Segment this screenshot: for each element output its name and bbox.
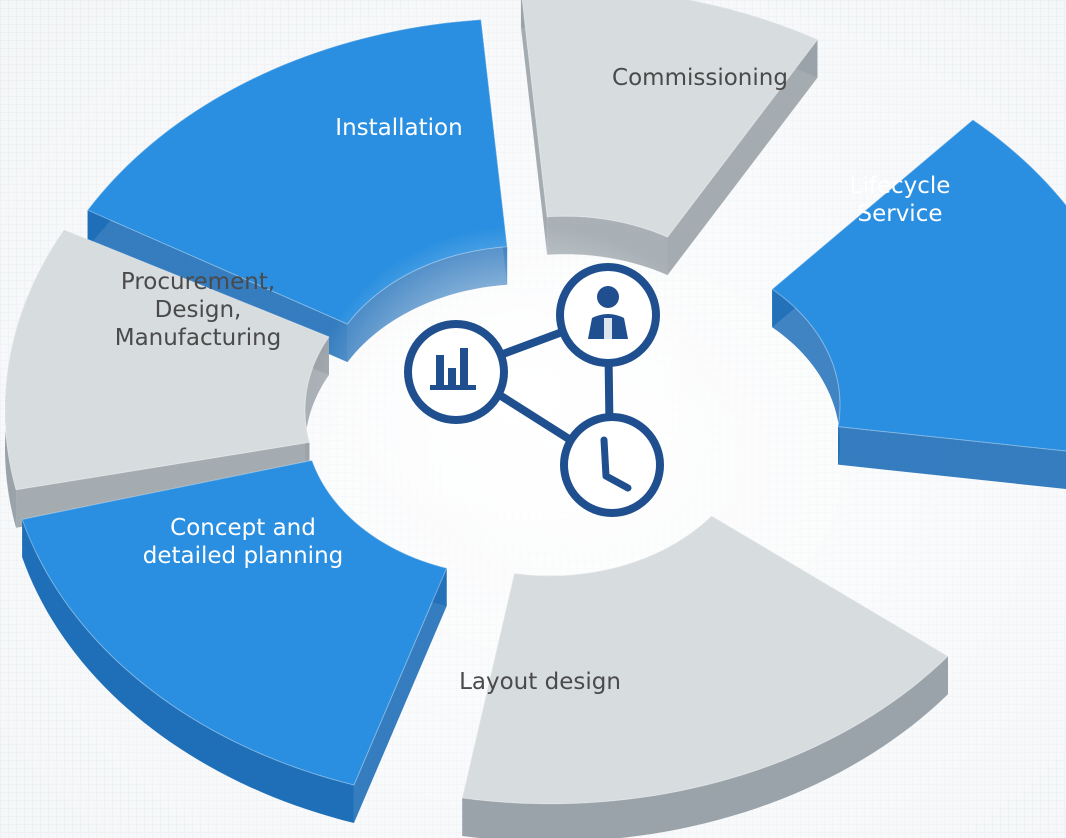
label-commissioning: Commissioning [612,65,788,91]
center-icon-group [404,263,664,517]
segment-concept-planning [21,459,448,824]
chart-icon [404,320,508,424]
segment-installation [86,19,508,363]
label-installation: Installation [335,115,463,141]
label-concept-planning: Concept and detailed planning [142,515,344,569]
label-lifecycle-service: Lifecycle Service [849,173,951,227]
label-layout-design: Layout design [459,669,621,695]
segment-layout-design [461,515,949,838]
label-procurement: Procurement, Design, Manufacturing [114,269,282,351]
segment-procurement [4,229,330,528]
segment-commissioning [520,0,819,276]
segment-lifecycle-service [771,119,1066,490]
person-icon [556,263,660,367]
clock-icon [560,413,664,517]
